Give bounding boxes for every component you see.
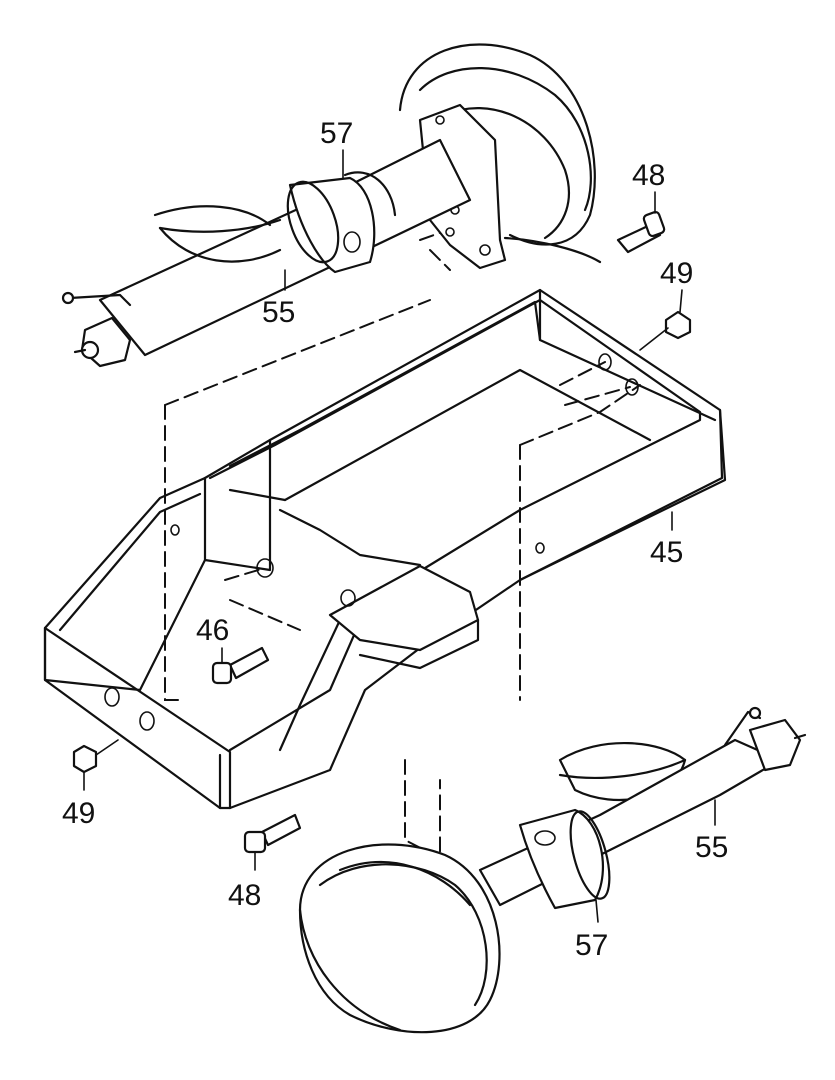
bottom-wheel — [298, 843, 501, 1034]
bottom-bolt — [243, 813, 302, 854]
top-fender-arc — [153, 205, 272, 227]
callout-49-top: 49 — [660, 257, 693, 290]
top-axle-collar — [288, 176, 376, 274]
top-wheel-drum — [398, 43, 596, 246]
callout-labels: 57 55 48 49 45 46 49 48 55 57 — [62, 117, 728, 962]
top-right-nut — [639, 310, 692, 351]
frame-left-end — [43, 476, 207, 692]
callout-46: 46 — [196, 614, 229, 647]
callout-55-top: 55 — [262, 296, 295, 329]
callout-55-bottom: 55 — [695, 831, 728, 864]
leader-57-bottom — [595, 899, 599, 923]
bottom-axle-end-fitting — [748, 718, 802, 772]
callout-45: 45 — [650, 536, 683, 569]
callout-48-bottom: 48 — [228, 879, 261, 912]
callout-48-top: 48 — [632, 159, 665, 192]
frame-hole — [139, 711, 155, 731]
frame-assembly — [43, 288, 727, 810]
top-right-bolt — [616, 210, 666, 254]
callout-49-bottom: 49 — [62, 797, 95, 830]
frame-hole — [256, 558, 274, 578]
frame-hole — [598, 353, 612, 371]
frame-hole — [535, 542, 545, 554]
bottom-axle-assembly — [298, 706, 807, 1034]
frame-inner-channel — [203, 288, 724, 810]
frame-hole — [170, 524, 180, 536]
leader-lines — [83, 149, 716, 923]
callout-57-top: 57 — [320, 117, 353, 150]
bottom-left-nut — [72, 739, 119, 774]
bottom-axle-collar — [518, 808, 604, 910]
frame-hole — [340, 589, 356, 607]
callout-57-bottom: 57 — [575, 929, 608, 962]
top-axle-assembly — [61, 43, 602, 368]
leader-49-top — [679, 289, 683, 313]
frame-hole — [104, 687, 120, 707]
